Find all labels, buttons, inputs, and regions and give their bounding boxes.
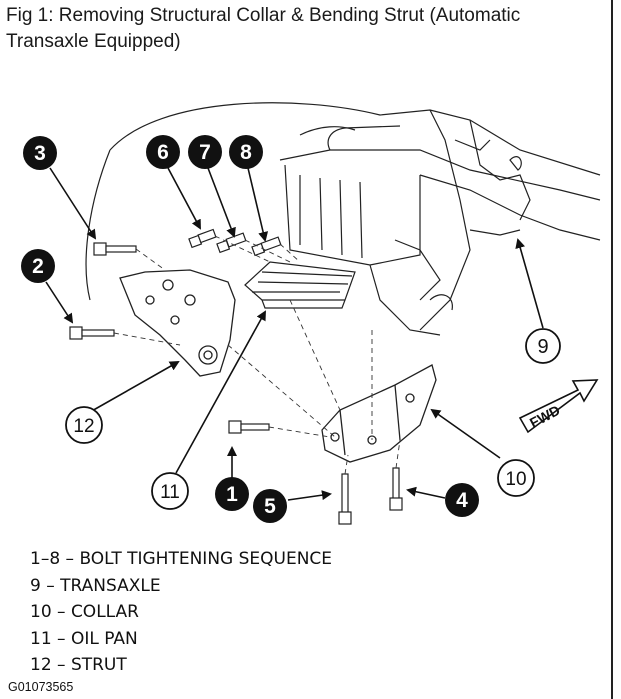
callout-12: 12	[65, 406, 103, 444]
figure-id: G01073565	[8, 680, 74, 694]
callout-7-label: 7	[199, 141, 211, 164]
bolt-8-drawing	[251, 236, 282, 257]
callout-9: 9	[525, 328, 561, 364]
bolt-4-drawing	[389, 467, 403, 511]
alignment-lines	[113, 235, 401, 475]
legend-item-oil-pan: 11 – OIL PAN	[30, 628, 138, 649]
collar-drawing	[321, 364, 437, 463]
callout-10-label: 10	[505, 469, 526, 490]
strut-drawing	[119, 269, 236, 377]
callout-11: 11	[151, 472, 189, 510]
callout-3: 3	[23, 136, 57, 170]
bolt-5-drawing	[338, 473, 352, 525]
legend-item-collar: 10 – COLLAR	[30, 602, 139, 622]
bolt-1-drawing	[228, 420, 270, 434]
callout-5: 5	[253, 489, 287, 523]
fwd-arrow: FWD	[518, 379, 599, 434]
legend-item-transaxle: 9 – TRANSAXLE	[30, 575, 161, 596]
callout-2: 2	[21, 249, 55, 283]
callout-6: 6	[146, 135, 180, 169]
callout-3-label: 3	[34, 142, 46, 165]
callout-6-label: 6	[157, 141, 169, 164]
callout-12-label: 12	[73, 416, 94, 437]
callout-7: 7	[188, 135, 222, 169]
exploded-view-diagram: FWD 1 2 3 4 5 6 7 8 9 10 11	[21, 102, 601, 525]
callout-1-label: 1	[226, 483, 238, 506]
callout-10: 10	[497, 459, 535, 497]
legend-item-strut: 12 – STRUT	[30, 655, 127, 675]
callout-8-label: 8	[240, 141, 252, 164]
callout-11-label: 11	[160, 482, 180, 503]
callout-2-label: 2	[32, 255, 44, 278]
callout-8: 8	[229, 135, 263, 169]
callout-5-label: 5	[264, 495, 276, 518]
callout-9-label: 9	[537, 336, 548, 358]
callout-1: 1	[215, 477, 249, 511]
callout-4: 4	[445, 483, 479, 517]
legend-item-bolt-sequence: 1–8 – BOLT TIGHTENING SEQUENCE	[30, 549, 333, 569]
bolt-2-drawing	[69, 326, 115, 340]
bolt-3-drawing	[93, 242, 137, 256]
figure-title: Fig 1: Removing Structural Collar & Bend…	[6, 5, 521, 52]
bolt-6-drawing	[188, 228, 217, 249]
oil-pan-drawing	[244, 261, 356, 309]
engine-block-drawing	[85, 102, 601, 336]
leader-lines	[45, 167, 544, 501]
bolt-7-drawing	[216, 232, 247, 254]
figure-frame-border	[611, 0, 613, 699]
parts-legend: 1–8 – BOLT TIGHTENING SEQUENCE 9 – TRANS…	[30, 546, 450, 679]
callout-4-label: 4	[456, 489, 468, 512]
